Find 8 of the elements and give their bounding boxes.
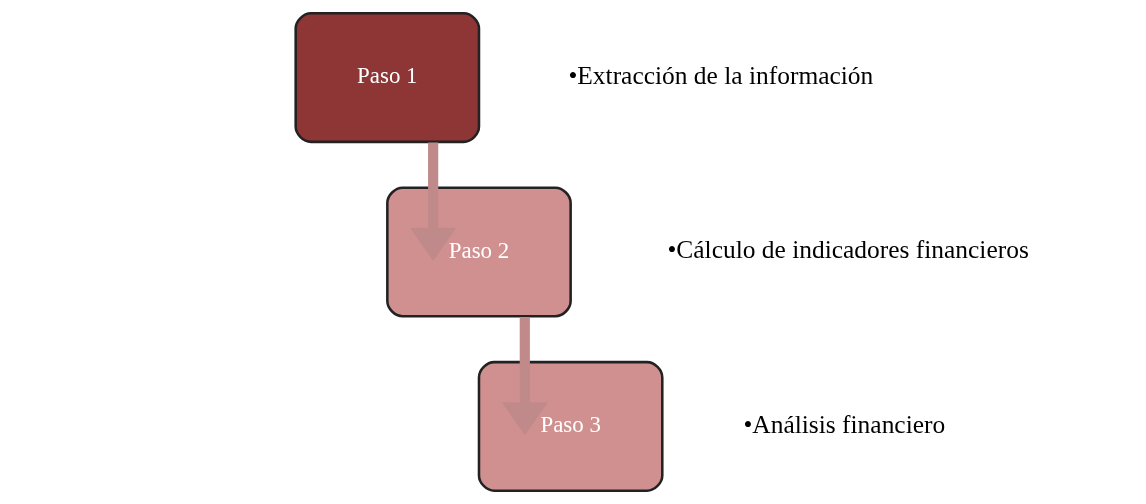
node-label: •Extracción de la información: [567, 60, 873, 90]
node-box: Paso 3: [477, 360, 664, 492]
arrow: [409, 142, 456, 261]
node-label: •Análisis financiero: [742, 409, 945, 439]
node-box: Paso 2: [385, 186, 572, 318]
node-box: Paso 1: [293, 12, 480, 144]
arrow: [501, 316, 548, 436]
node-label: •Cálculo de indicadores financieros: [666, 235, 1029, 265]
